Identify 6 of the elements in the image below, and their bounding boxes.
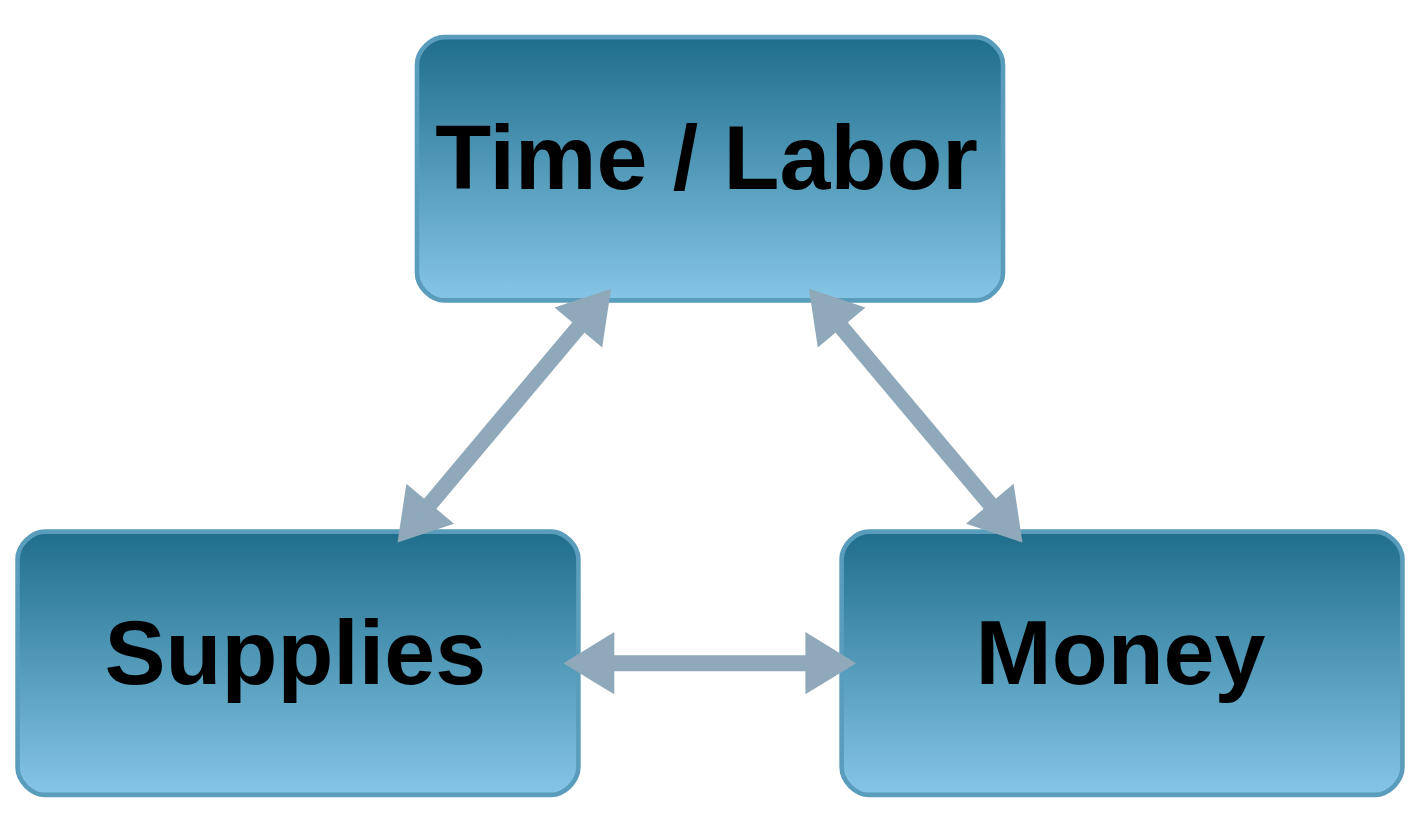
arrow [397,288,612,543]
node-box: Supplies [15,528,581,797]
node-box: Money [839,528,1405,797]
arrow [808,288,1023,543]
node-box: Time / Labor [414,34,1006,303]
arrow [563,631,857,694]
